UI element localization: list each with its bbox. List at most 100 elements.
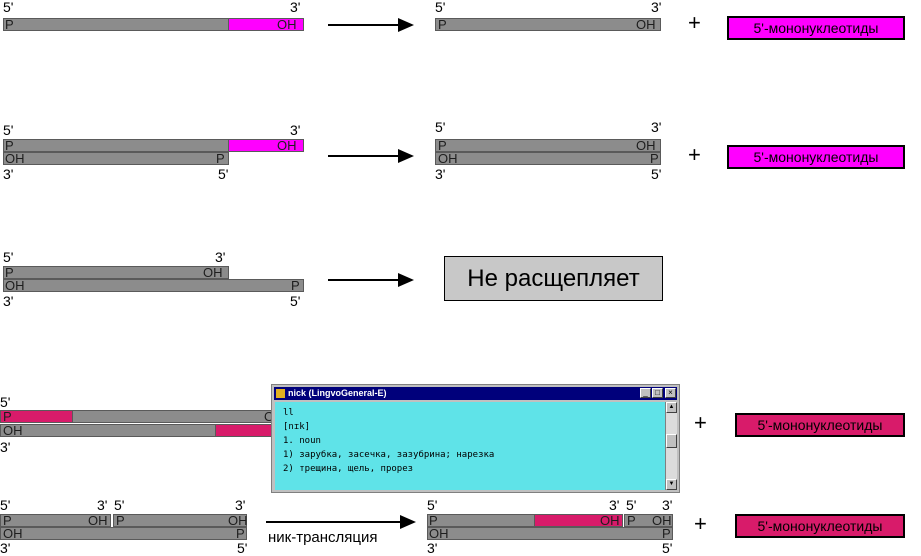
row1-result-five-prime: 5' (435, 0, 446, 15)
row2-result-bottom-p: P (650, 151, 659, 166)
row1-result-p: P (438, 17, 447, 32)
row5-mononucleotides-box: 5'-мононуклеотиды (735, 514, 905, 538)
row2-top-oh: OH (277, 138, 297, 153)
row5-result-three-prime-b: 3' (662, 497, 673, 513)
row5-top-oh-a: OH (88, 513, 108, 528)
row3-bottom-p: P (291, 278, 300, 293)
row2-bottom-five-prime: 5' (218, 166, 229, 182)
row2-mononucleotides-box: 5'-мононуклеотиды (727, 145, 905, 169)
row2-plus: + (688, 142, 701, 167)
row5-five-prime-label: 5' (0, 497, 11, 513)
dictionary-line-1: ll (283, 408, 294, 418)
row5-result-five-prime-a: 5' (427, 497, 438, 513)
row5-top-strand-b (113, 514, 247, 527)
row5-top-oh-b: OH (228, 513, 248, 528)
row5-three-prime-label-b: 3' (235, 497, 246, 513)
row5-top-strand-a (0, 514, 111, 527)
scroll-thumb[interactable] (666, 434, 677, 448)
scroll-up-arrow-icon[interactable]: ▲ (666, 402, 677, 413)
row3-bottom-strand (3, 279, 304, 292)
dictionary-meaning-2: 2) трещина, щель, прорез (283, 464, 414, 474)
row2-result-three-prime-bottom: 3' (435, 166, 446, 182)
dictionary-meaning-1: 1) зарубка, засечка, зазубрина; нарезка (283, 450, 495, 460)
scroll-down-arrow-icon[interactable]: ▼ (666, 479, 677, 490)
row5-top-p-a: P (3, 513, 12, 528)
row3-top-strand (3, 266, 229, 279)
row5-result-bottom-p: P (662, 526, 671, 541)
row1-three-prime-label: 3' (290, 0, 301, 15)
close-button[interactable]: × (665, 388, 676, 398)
dictionary-transcription: [nɪk] (283, 422, 311, 432)
row1-result-three-prime: 3' (651, 0, 662, 15)
row2-result-top-oh: OH (636, 138, 656, 153)
row4-plus: + (694, 410, 707, 435)
row5-bottom-oh: OH (3, 526, 23, 541)
row2-result-bottom-strand (435, 152, 661, 165)
row2-result-top-p: P (438, 138, 447, 153)
popup-title-bar[interactable]: nick (LingvoGeneral-E) _ □ × (274, 387, 677, 400)
row2-bottom-oh: OH (5, 151, 25, 166)
row5-bottom-p: P (236, 526, 245, 541)
maximize-button[interactable]: □ (652, 388, 663, 398)
no-cleavage-box: Не расщепляет (444, 256, 663, 301)
row3-bottom-three-prime: 3' (3, 293, 14, 309)
row3-bottom-oh: OH (5, 278, 25, 293)
row1-oh-label: OH (277, 17, 297, 32)
row5-bottom-three-prime: 3' (0, 540, 11, 556)
row2-bottom-p: P (216, 151, 225, 166)
popup-title: nick (LingvoGeneral-E) (288, 388, 387, 398)
row5-result-bottom-three-prime: 3' (427, 540, 438, 556)
popup-scrollbar[interactable]: ▲ ▼ (665, 402, 677, 490)
row5-result-bottom-strand (427, 527, 673, 540)
row2-magenta-segment (228, 139, 304, 152)
row5-five-prime-label-b: 5' (114, 497, 125, 513)
row5-result-top-p-b: P (627, 513, 636, 528)
lingvo-popup-window[interactable]: nick (LingvoGeneral-E) _ □ × ll [nɪk] 1.… (271, 384, 680, 493)
row2-result-bottom-oh: OH (438, 151, 458, 166)
row5-top-p-b: P (116, 513, 125, 528)
row2-result-top-strand (435, 139, 661, 152)
row2-result-five-prime: 5' (435, 119, 446, 135)
row3-arrow (328, 273, 414, 287)
row2-bottom-three-prime: 3' (3, 166, 14, 182)
row1-p-label: P (5, 17, 14, 32)
row4-top-p: P (3, 409, 12, 424)
row1-mononucleotides-box: 5'-мононуклеотиды (727, 16, 905, 40)
row4-five-prime-label: 5' (0, 394, 11, 410)
minimize-button[interactable]: _ (640, 388, 651, 398)
row5-result-top-strand-b (624, 514, 673, 527)
row3-top-p: P (5, 265, 14, 280)
row1-strand (3, 18, 229, 31)
row1-result-oh: OH (636, 17, 656, 32)
row3-three-prime-label: 3' (215, 249, 226, 265)
dictionary-part-of-speech: 1. noun (283, 436, 321, 446)
row5-result-top-oh-a: OH (600, 513, 620, 528)
row5-three-prime-label-a: 3' (97, 497, 108, 513)
popup-dictionary-content[interactable]: ll [nɪk] 1. noun 1) зарубка, засечка, за… (275, 402, 665, 490)
row3-bottom-five-prime: 5' (290, 293, 301, 309)
row2-top-p: P (5, 138, 14, 153)
row3-five-prime-label: 5' (3, 249, 14, 265)
row1-five-prime-label: 5' (3, 0, 14, 15)
row5-result-top-p-a: P (429, 513, 438, 528)
row5-bottom-strand (0, 527, 247, 540)
row4-mononucleotides-box: 5'-мононуклеотиды (735, 413, 905, 437)
row1-result-strand (435, 18, 661, 31)
row2-result-three-prime: 3' (651, 119, 662, 135)
row4-top-crimson-segment (0, 410, 73, 423)
row4-bottom-three-prime: 3' (0, 439, 11, 455)
row5-result-five-prime-b: 5' (626, 497, 637, 513)
nick-translation-label: ник-трансляция (268, 529, 378, 546)
row3-top-oh: OH (203, 265, 223, 280)
row5-bottom-five-prime: 5' (237, 540, 248, 556)
row5-result-bottom-oh: OH (429, 526, 449, 541)
row5-result-bottom-five-prime: 5' (662, 540, 673, 556)
row1-plus: + (688, 10, 701, 35)
row2-arrow (328, 149, 414, 163)
row5-result-three-prime-a: 3' (609, 497, 620, 513)
row4-bottom-oh: OH (3, 423, 23, 438)
row5-result-crimson-segment (534, 514, 623, 527)
row2-bottom-strand (3, 152, 229, 165)
row2-three-prime-label: 3' (290, 122, 301, 138)
row1-magenta-segment (228, 18, 304, 31)
